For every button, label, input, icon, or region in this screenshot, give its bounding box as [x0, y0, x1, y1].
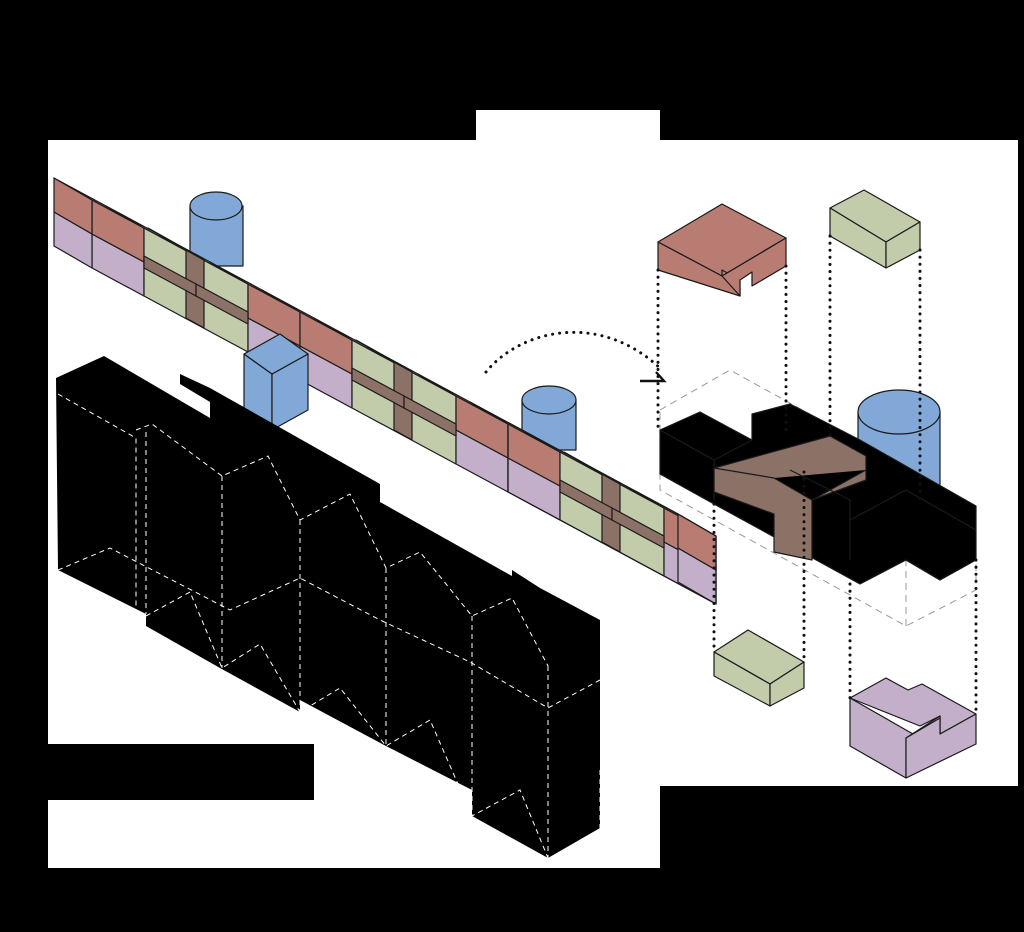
mass-guide: [57, 547, 601, 709]
bar-module: [53, 177, 145, 297]
modular-bar: [53, 177, 717, 605]
lilac-side: [905, 713, 977, 779]
brown-band: [195, 283, 249, 325]
volume-edge: [849, 489, 977, 531]
mass-outline: [56, 356, 600, 858]
green-block-bottom: [713, 629, 805, 707]
brown-cross: [713, 435, 867, 561]
volume-edge: [789, 469, 851, 560]
mass-guide: [145, 591, 549, 859]
legend-block: [48, 744, 314, 800]
cube-top: [243, 333, 309, 375]
red-side: [721, 237, 787, 297]
green-side: [769, 661, 805, 707]
strip-top: [355, 339, 413, 373]
blue-cube: [243, 333, 309, 431]
red-block: [657, 203, 787, 297]
selected-module-outline: [469, 401, 717, 605]
brown-band: [611, 507, 665, 549]
mass-guide: [57, 393, 137, 614]
bar-module: [105, 205, 197, 325]
dotted-curved-arrow-icon: [484, 330, 667, 383]
strip-top: [147, 227, 205, 261]
volume-edge: [713, 439, 753, 461]
brown-band: [403, 395, 457, 437]
black-mass: [56, 356, 601, 859]
legend-mark: [80, 868, 84, 872]
brown-cross-edge: [713, 467, 775, 479]
end-upper: [53, 177, 93, 235]
lilac-block: [849, 677, 977, 779]
exploded-module: [656, 189, 978, 779]
green-block-top: [829, 189, 921, 269]
volume-edge: [905, 559, 941, 581]
mass-guide: [135, 423, 549, 667]
